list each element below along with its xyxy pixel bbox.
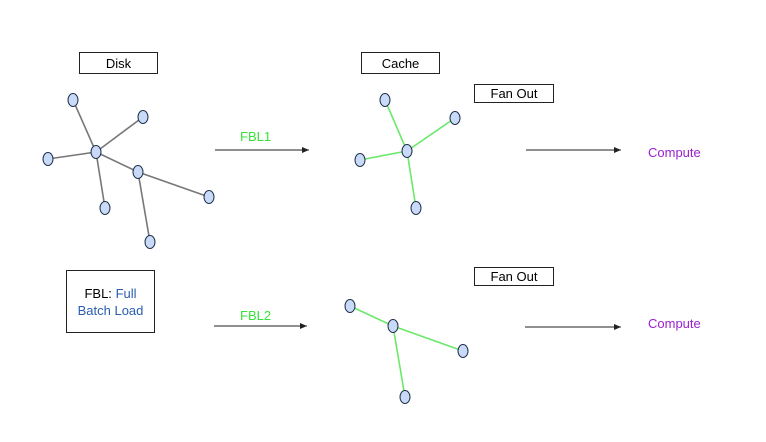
fbl2-graph-nodes [344,299,469,404]
disk-node [90,145,102,159]
disk-node [99,201,111,215]
cache-node [449,111,461,125]
disk-edge [95,116,144,153]
fbl2-edge [392,325,464,352]
disk-edge [137,171,210,198]
disk-graph-edges [47,99,210,243]
cache-node [410,201,422,215]
disk-edge [95,151,139,173]
fan-out-label-top: Fan Out [490,86,538,101]
cache-graph-edges [359,99,456,209]
disk-node [132,165,144,179]
legend-box: FBL: Full Batch Load [66,270,155,333]
cache-edge [406,150,417,209]
legend-line-1: FBL: Full [84,285,136,302]
disk-edge [137,171,151,243]
fbl2-graph-edges [349,305,464,398]
cache-node [354,153,366,167]
disk-node [144,235,156,249]
fbl2-node [457,344,469,358]
legend-line-2: Batch Load [77,302,144,318]
cache-node [379,93,391,107]
disk-edge [95,151,106,209]
disk-node [42,152,54,166]
fbl2-edge [392,325,406,398]
disk-node [67,93,79,107]
fbl2-node [387,319,399,333]
disk-graph-nodes [42,93,215,249]
cache-edge [384,99,408,152]
disk-node [203,190,215,204]
fbl2-label: FBL2 [240,308,272,323]
cache-node [401,144,413,158]
fan-out-box-top: Fan Out [474,84,554,103]
legend-full: Full [115,285,137,301]
compute-label-bottom: Compute [648,316,701,331]
cache-graph-nodes [354,93,461,215]
cache-edge [406,117,456,152]
disk-label: Disk [105,55,132,71]
disk-label-box: Disk [79,52,158,74]
disk-edge [72,99,97,153]
cache-label-box: Cache [361,52,440,74]
legend-term: FBL: [84,285,112,301]
fan-out-box-bottom: Fan Out [474,267,554,286]
fbl2-edge [349,305,394,327]
cache-edge [359,150,408,161]
disk-edge [47,151,97,160]
fan-out-label-bottom: Fan Out [490,269,538,284]
fbl1-label: FBL1 [240,129,272,144]
fbl2-node [399,390,411,404]
disk-node [137,110,149,124]
fbl2-node [344,299,356,313]
compute-label-top: Compute [648,145,701,160]
cache-label: Cache [381,55,420,71]
